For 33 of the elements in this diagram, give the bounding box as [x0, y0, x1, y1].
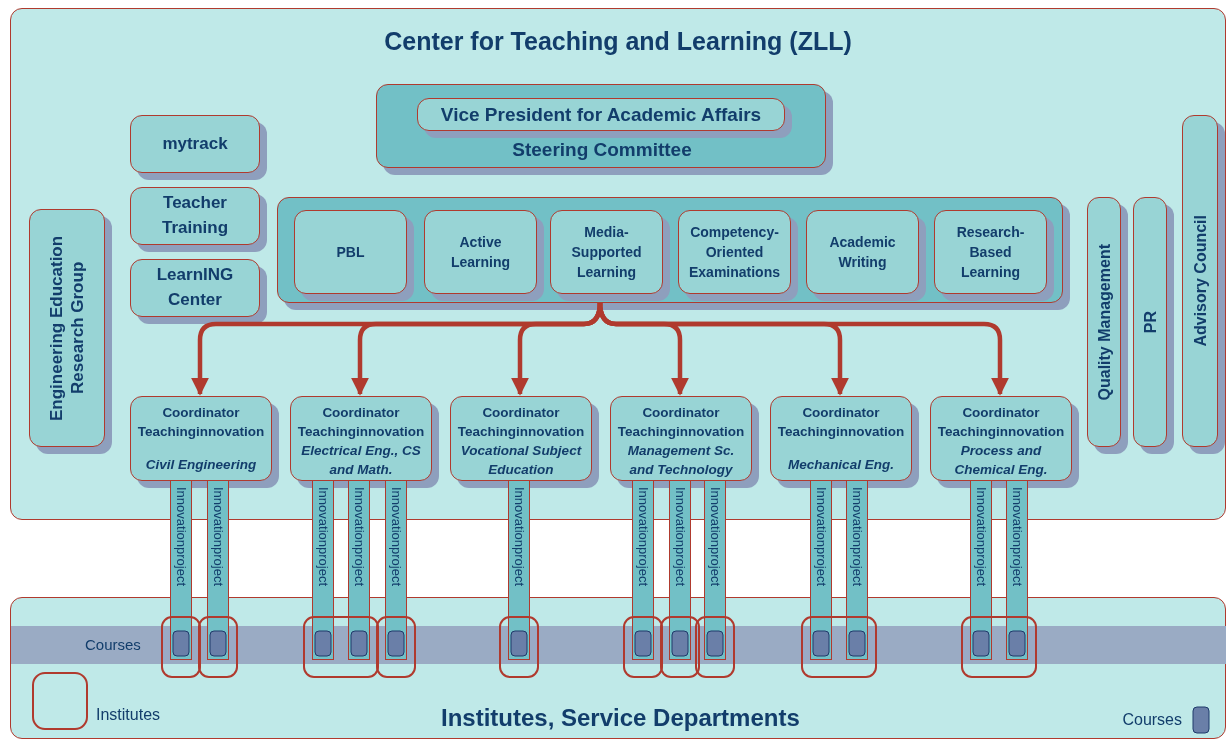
panel-title: Center for Teaching and Learning (ZLL) — [383, 27, 853, 56]
box-label: Engineering Education Research Group — [46, 234, 88, 423]
box-label: PR — [1140, 310, 1160, 334]
box-label: Vice President for Academic Affairs — [440, 102, 762, 127]
panel-title: Institutes, Service Departments — [441, 704, 800, 732]
arrow — [597, 301, 1009, 396]
department-name: Civil Engineering — [145, 456, 257, 474]
box-label: Academic Writing — [828, 232, 897, 272]
coordinator-title: Coordinator Teachinginnovation — [456, 404, 586, 441]
band-label: Courses — [85, 636, 141, 653]
box-label: mytrack — [162, 132, 228, 155]
box-label: Advisory Council — [1190, 215, 1210, 347]
box-label: Media-Supported Learning — [570, 222, 643, 283]
coordinator-title: Coordinator Teachinginnovation — [936, 404, 1066, 441]
box-label: Teacher Training — [160, 192, 230, 239]
coordinator-title: Coordinator Teachinginnovation — [616, 404, 746, 441]
committee-title: Steering Committee — [511, 139, 693, 161]
legend-label: Institutes — [96, 706, 161, 724]
department-name: Management Sc. and Technology — [626, 442, 736, 479]
box-label: PBL — [336, 242, 365, 262]
department-name: Electrical Eng., CS and Math. — [300, 442, 422, 479]
coordinator-title: Coordinator Teachinginnovation — [776, 404, 906, 441]
coordinator-title: Coordinator Teachinginnovation — [296, 404, 426, 441]
box-label: Research-Based Learning — [955, 222, 1026, 283]
box-label: Quality Management — [1094, 243, 1114, 401]
box-label: Competency-Oriented Examinations — [688, 222, 781, 283]
box-label: Active Learning — [449, 232, 512, 272]
box-label: LearnING Center — [155, 264, 235, 311]
legend-label: Courses — [1122, 711, 1182, 729]
coordinator-title: Coordinator Teachinginnovation — [136, 404, 266, 441]
department-name: Process and Chemical Eng. — [953, 442, 1049, 479]
department-name: Vocational Subject Education — [459, 442, 583, 479]
department-name: Mechanical Eng. — [788, 456, 894, 474]
